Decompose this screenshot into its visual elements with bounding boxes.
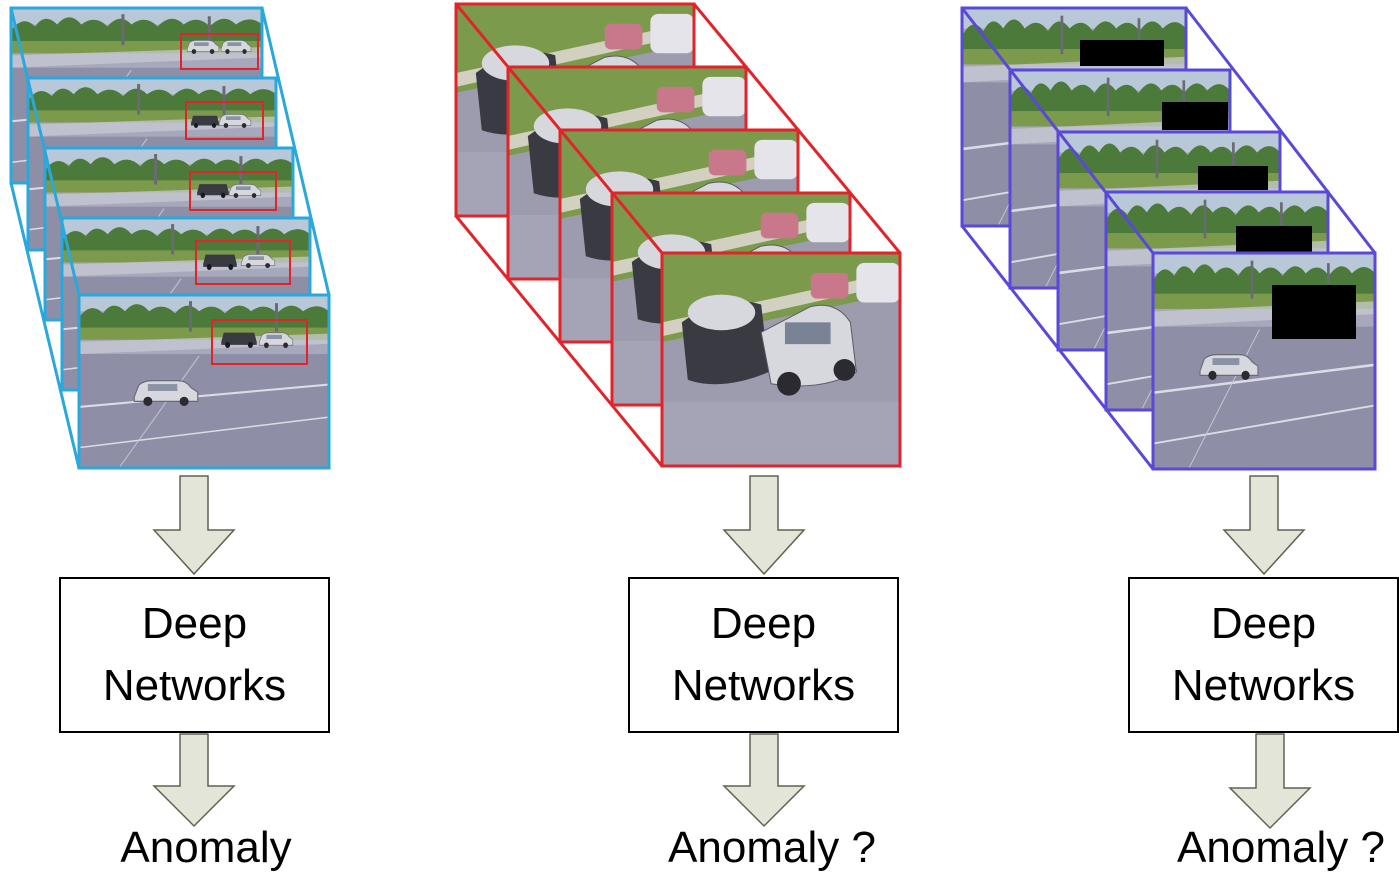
occlusion-mask (1236, 226, 1312, 252)
middle-box-line-1: Deep (710, 599, 817, 648)
left-deep-networks-box: Deep Networks (59, 577, 330, 733)
left-output-label: Anomaly (120, 823, 292, 872)
left-highlight-box (211, 319, 308, 365)
occlusion-mask (1080, 40, 1164, 66)
left-box-line-2: Networks (102, 661, 287, 710)
middle-box-line-2: Networks (671, 661, 856, 710)
right-frame-5 (1151, 251, 1377, 471)
right-box-line-2: Networks (1171, 661, 1356, 710)
right-output-label: Anomaly ? (1177, 823, 1385, 872)
left-highlight-box (185, 101, 264, 140)
left-cuboid-edges (9, 7, 331, 469)
left-arrow-down-2 (152, 733, 236, 828)
right-arrow-down-2 (1228, 733, 1312, 830)
middle-arrow-down-1 (722, 475, 806, 576)
left-box-line-1: Deep (141, 599, 248, 648)
right-box-line-1: Deep (1210, 599, 1317, 648)
left-frame-5 (77, 293, 331, 470)
right-deep-networks-box: Deep Networks (1128, 577, 1399, 733)
middle-arrow-down-2 (722, 733, 806, 828)
left-arrow-down-1 (152, 475, 236, 576)
middle-frame-5 (660, 251, 902, 468)
occlusion-mask (1272, 285, 1356, 339)
right-frame-stack (960, 6, 1377, 471)
middle-cuboid-edges (454, 3, 902, 467)
occlusion-mask (1198, 166, 1268, 190)
left-highlight-box (195, 240, 291, 285)
arrows (152, 475, 1312, 830)
left-frame-stack (9, 6, 331, 470)
left-highlight-box (180, 33, 259, 70)
occlusion-mask (1162, 102, 1228, 130)
right-arrow-down-1 (1222, 475, 1306, 576)
left-highlight-box (189, 171, 277, 211)
middle-deep-networks-box: Deep Networks (628, 577, 899, 733)
middle-output-label: Anomaly ? (668, 823, 876, 872)
middle-frame-stack (454, 2, 902, 468)
right-cuboid-edges (960, 7, 1377, 470)
